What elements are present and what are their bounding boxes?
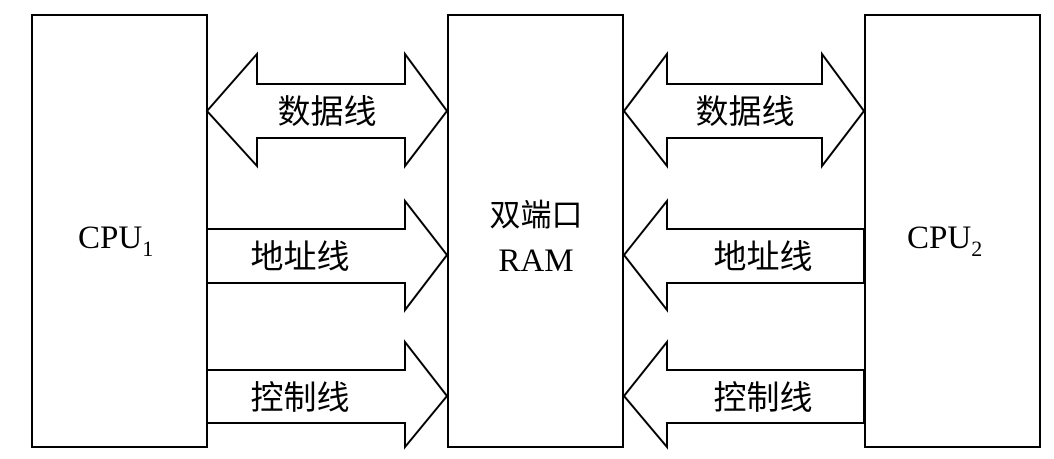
cpu2-box <box>864 14 1041 448</box>
right-address-bus-arrow <box>622 198 865 313</box>
ram-label-line2: RAM <box>498 243 573 279</box>
cpu1-label: CPU1 <box>78 220 153 261</box>
ram-box <box>447 14 624 448</box>
right-data-bus-label: 数据线 <box>696 92 795 131</box>
right-control-bus-label: 控制线 <box>714 378 813 417</box>
left-data-bus-arrow <box>205 50 449 169</box>
cpu2-label-name: CPU <box>907 220 971 256</box>
right-control-bus-arrow <box>622 339 865 450</box>
cpu2-label-subscript: 2 <box>971 236 982 261</box>
cpu1-box <box>31 14 208 448</box>
right-address-bus-label: 地址线 <box>714 237 813 276</box>
ram-label-line1: 双端口 <box>490 198 583 234</box>
left-address-bus-label: 地址线 <box>251 237 350 276</box>
left-control-bus-label: 控制线 <box>251 378 350 417</box>
left-data-bus-label: 数据线 <box>278 92 377 131</box>
cpu2-label: CPU2 <box>907 220 982 261</box>
left-control-bus-arrow <box>206 339 449 450</box>
left-address-bus-arrow <box>206 198 449 313</box>
cpu1-label-name: CPU <box>78 220 142 256</box>
right-data-bus-arrow <box>622 50 866 169</box>
cpu1-label-subscript: 1 <box>142 236 153 261</box>
